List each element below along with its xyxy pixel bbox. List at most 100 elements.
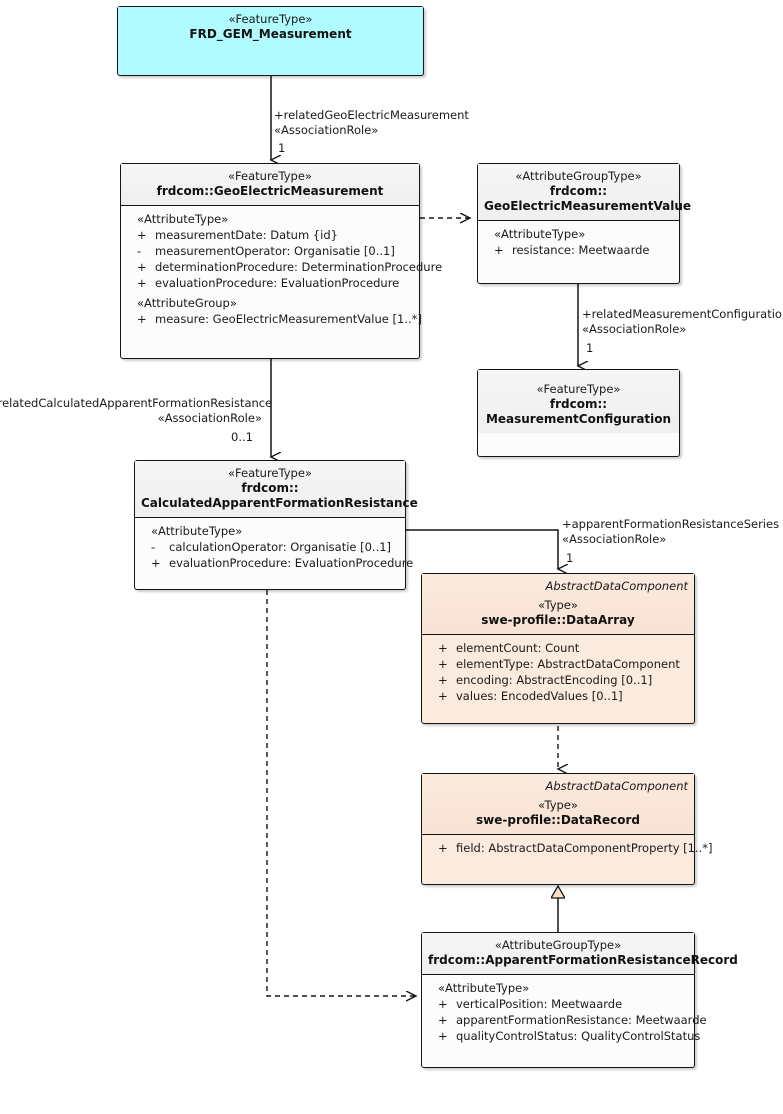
attribute-row: + evaluationProcedure: EvaluationProcedur… [127, 275, 413, 291]
attribute-text: elementCount: Count [456, 641, 580, 655]
attribute-row: -measurementOperator: Organisatie [0..1] [127, 243, 413, 259]
visibility-marker: + [438, 657, 448, 671]
attribute-text: apparentFormationResistance: Meetwaarde [456, 1013, 707, 1027]
label-related-geoelectric-measurement: +relatedGeoElectricMeasurement «Associat… [274, 108, 469, 138]
visibility-marker: + [438, 1013, 448, 1027]
attribute-row: + measure: GeoElectricMeasurementValue [1… [127, 311, 422, 327]
assoc-stereotype-text: «AssociationRole» [582, 322, 687, 336]
class-name: swe-profile::DataArray [481, 613, 635, 627]
class-name: swe-profile::DataRecord [476, 813, 640, 827]
visibility-marker: + [438, 641, 448, 655]
assoc-stereotype-text: «AssociationRole» [157, 411, 262, 425]
assoc-stereotype-text: «AssociationRole» [274, 123, 379, 137]
class-stereotype: «FeatureType» [228, 12, 313, 26]
attribute-row: + determinationProcedure: DeterminationPr… [127, 259, 442, 275]
abstract-type-label: AbstractDataComponent [545, 579, 689, 593]
class-stereotype: «AttributeGroupType» [515, 169, 642, 183]
attribute-row: + verticalPosition: Meetwaarde [428, 996, 688, 1012]
visibility-marker: + [438, 673, 448, 687]
class-header: AbstractDataComponent «Type» swe-profile… [422, 574, 694, 635]
multiplicity-related-geoelectric-measurement: 1 [278, 141, 286, 155]
attribute-row: -calculationOperator: Organisatie [0..1] [141, 539, 399, 555]
class-name-line2: MeasurementConfiguration [485, 412, 672, 426]
class-name: frdcom::GeoElectricMeasurement [156, 184, 384, 198]
class-data-record[interactable]: AbstractDataComponent «Type» swe-profile… [421, 773, 713, 885]
visibility-marker: + [137, 260, 147, 274]
class-name-line2: CalculatedApparentFormationResistance [141, 496, 418, 510]
class-data-array[interactable]: AbstractDataComponent «Type» swe-profile… [421, 573, 695, 724]
class-name-line2: GeoElectricMeasurementValue [484, 199, 692, 213]
attribute-group-label: «AttributeGroup» [137, 296, 237, 310]
attribute-row: + elementType: AbstractDataComponent [428, 656, 688, 672]
label-related-measurement-configuration: +relatedMeasurementConfiguration «Associ… [582, 307, 783, 337]
class-attributes: «AttributeType» + resistance: Meetwaarde [478, 221, 679, 264]
class-header: «FeatureType» frdcom:: MeasurementConfig… [478, 370, 679, 433]
class-name-line1: frdcom:: [549, 397, 608, 411]
multiplicity-related-measurement-configuration: 1 [586, 341, 594, 355]
class-measurement-configuration[interactable]: «FeatureType» frdcom:: MeasurementConfig… [477, 369, 680, 457]
attribute-text: resistance: Meetwaarde [512, 243, 650, 257]
class-stereotype: «FeatureType» [228, 466, 312, 480]
attribute-text: verticalPosition: Meetwaarde [456, 997, 623, 1011]
attribute-row: +field: AbstractDataComponentProperty [1… [428, 840, 713, 856]
visibility-marker: + [137, 312, 147, 326]
class-stereotype: «Type» [538, 598, 578, 612]
edge-dependency-calculated-to-record [266, 590, 416, 996]
assoc-stereotype-text: «AssociationRole» [562, 532, 667, 546]
attribute-row: + resistance: Meetwaarde [484, 242, 673, 258]
class-attributes: «AttributeType» + verticalPosition: Meetw… [422, 975, 707, 1050]
assoc-role-text: +relatedCalculatedApparentFormationResis… [0, 396, 273, 410]
label-related-calculated-apparent-formation-resistance: +relatedCalculatedApparentFormationResis… [0, 396, 273, 426]
attribute-text: measurementOperator: Organisatie [0..1] [155, 244, 395, 258]
visibility-marker: + [137, 276, 147, 290]
attribute-text: evaluationProcedure: EvaluationProcedure [169, 556, 414, 570]
attribute-text: values: EncodedValues [0..1] [456, 689, 623, 703]
attribute-group-label: «AttributeType» [137, 212, 229, 226]
visibility-marker: + [438, 997, 448, 1011]
class-apparent-formation-resistance-record[interactable]: «AttributeGroupType» frdcom::ApparentFor… [421, 932, 738, 1068]
attribute-row: + qualityControlStatus: QualityControlSta… [428, 1028, 700, 1044]
attribute-row: +values: EncodedValues [0..1] [428, 688, 688, 704]
class-header: «AttributeGroupType» frdcom::ApparentFor… [422, 933, 738, 975]
class-stereotype: «Type» [538, 798, 578, 812]
attribute-text: field: AbstractDataComponentProperty [1.… [456, 841, 713, 855]
attribute-group-label: «AttributeType» [438, 981, 530, 995]
attribute-group-label: «AttributeType» [151, 524, 243, 538]
attribute-group-label: «AttributeType» [494, 227, 586, 241]
attribute-text: measurementDate: Datum {id} [155, 228, 338, 242]
attribute-text: evaluationProcedure: EvaluationProcedure [155, 276, 400, 290]
multiplicity-apparent-formation-resistance-series: 1 [566, 551, 574, 565]
attribute-text: calculationOperator: Organisatie [0..1] [169, 540, 392, 554]
visibility-marker: - [151, 540, 156, 554]
class-frd-gem-measurement[interactable]: «FeatureType» FRD_GEM_Measurement [117, 6, 424, 76]
assoc-role-text: +relatedGeoElectricMeasurement [274, 108, 469, 122]
visibility-marker: + [494, 243, 504, 257]
class-header: «FeatureType» frdcom::GeoElectricMeasure… [121, 164, 419, 206]
attribute-text: encoding: AbstractEncoding [0..1] [456, 673, 653, 687]
class-header: «FeatureType» FRD_GEM_Measurement [118, 7, 423, 48]
class-header: AbstractDataComponent «Type» swe-profile… [422, 774, 694, 835]
multiplicity-related-calculated-apparent-formation-resistance: 0..1 [231, 430, 253, 444]
attribute-row: + elementCount: Count [428, 640, 688, 656]
attribute-text: qualityControlStatus: QualityControlStat… [456, 1029, 701, 1043]
edge-apparent-formation-resistance-series [406, 529, 558, 569]
class-name: FRD_GEM_Measurement [189, 27, 352, 41]
attribute-text: determinationProcedure: DeterminationPro… [155, 260, 443, 274]
class-attributes: «AttributeType» -calculationOperator: Or… [135, 518, 413, 577]
class-geoelectric-measurement[interactable]: «FeatureType» frdcom::GeoElectricMeasure… [120, 163, 442, 359]
class-name-line1: frdcom:: [549, 184, 608, 198]
visibility-marker: + [438, 1029, 448, 1043]
attribute-text: measure: GeoElectricMeasurementValue [1.… [155, 312, 422, 326]
label-apparent-formation-resistance-series: +apparentFormationResistanceSeries «Asso… [562, 517, 779, 547]
class-geoelectric-measurement-value[interactable]: «AttributeGroupType» frdcom:: GeoElectri… [477, 163, 692, 284]
class-calculated-apparent-formation-resistance[interactable]: «FeatureType» frdcom:: CalculatedApparen… [134, 460, 418, 590]
class-stereotype: «FeatureType» [536, 382, 621, 396]
class-name: frdcom::ApparentFormationResistanceRecor… [428, 953, 738, 967]
attribute-text: elementType: AbstractDataComponent [456, 657, 680, 671]
class-header: «AttributeGroupType» frdcom:: GeoElectri… [478, 164, 692, 221]
attribute-row: +evaluationProcedure: EvaluationProcedur… [141, 555, 413, 571]
visibility-marker: + [137, 228, 147, 242]
assoc-role-text: +apparentFormationResistanceSeries [562, 517, 780, 531]
class-attributes: + elementCount: Count + elementType: Abstr… [422, 635, 694, 710]
